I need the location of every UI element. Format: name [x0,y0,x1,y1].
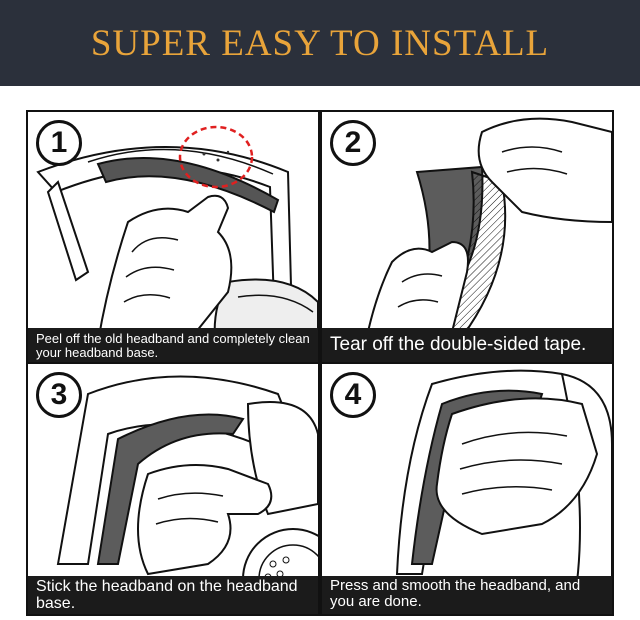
steps-grid: 1 Peel off the old headband and complete… [26,110,614,616]
step-1-number: 1 [36,120,82,166]
step-3-number: 3 [36,372,82,418]
step-1-caption: Peel off the old headband and completely… [28,328,318,362]
title-banner: SUPER EASY TO INSTALL [0,0,640,86]
step-4-panel: 4 Press and smooth the headband, and you… [320,362,614,616]
step-3-panel: 3 Stick the headband on the headband bas… [26,362,320,616]
step-3-caption: Stick the headband on the headband base. [28,576,318,614]
step-2-panel: 2 Tear off the double-sided tape. [320,110,614,364]
banner-title: SUPER EASY TO INSTALL [90,22,550,64]
step-1-panel: 1 Peel off the old headband and complete… [26,110,320,364]
step-2-caption: Tear off the double-sided tape. [322,328,612,362]
step-4-caption: Press and smooth the headband, and you a… [322,576,612,614]
step-1-illustration [36,125,318,362]
step-2-number: 2 [330,120,376,166]
step-4-number: 4 [330,372,376,418]
step-4-illustration [395,369,612,614]
